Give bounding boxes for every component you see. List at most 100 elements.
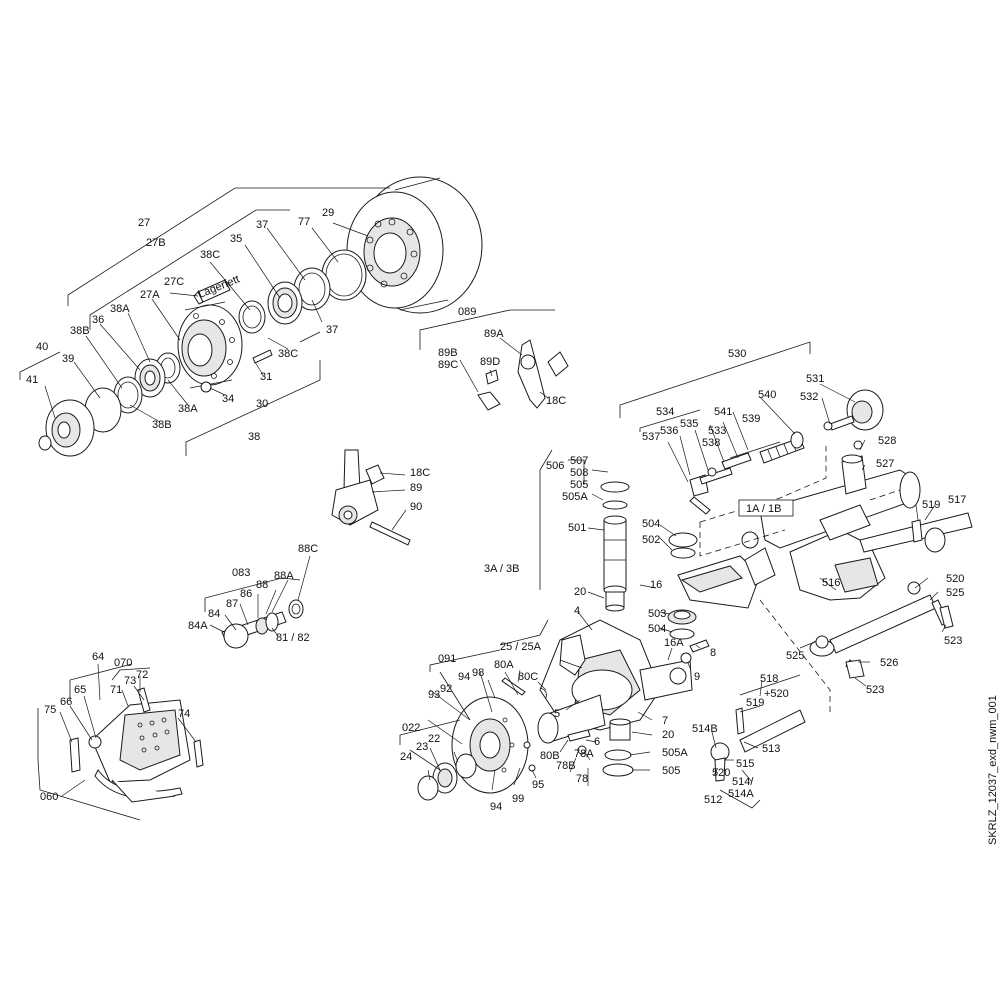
label-7: 7: [662, 715, 668, 727]
label-30: 30: [256, 398, 268, 410]
label-84a: 84A: [188, 620, 208, 632]
label-530: 530: [728, 348, 746, 360]
label-502: 502: [642, 534, 660, 546]
label-35: 35: [230, 233, 242, 245]
label-37b: 37: [326, 324, 338, 336]
label-505: 505: [570, 479, 588, 491]
label-520-a: 520: [946, 573, 964, 585]
bolt-8: [689, 639, 710, 653]
label-78: 78: [576, 773, 588, 785]
label-27c: 27C: [164, 276, 184, 288]
label-514b: 514B: [692, 723, 718, 735]
label-89c: 89C: [438, 359, 458, 371]
label-38b: 38B: [70, 325, 90, 337]
label-505a: 505A: [562, 491, 588, 503]
label-25-25a: 25 / 25A: [500, 641, 542, 653]
label-520-b: 520: [712, 767, 730, 779]
label-528: 528: [878, 435, 896, 447]
label-517: 517: [948, 494, 966, 506]
label-6: 6: [594, 736, 600, 748]
label-41: 41: [26, 374, 38, 386]
stud-31: [252, 349, 273, 364]
group-083: [204, 577, 301, 612]
label-78b: 78B: [556, 760, 576, 772]
label-519-b: 519: [746, 697, 764, 709]
label-77: 77: [298, 216, 310, 228]
label-99: 99: [512, 793, 524, 805]
label-3a-3b: 3A / 3B: [484, 563, 519, 575]
camshaft: [221, 599, 304, 649]
label-24: 24: [400, 751, 412, 763]
label-514a: 514A: [728, 788, 754, 800]
label-504-b: 504: [648, 623, 666, 635]
label-5: 5: [554, 708, 560, 720]
label-75: 75: [44, 704, 56, 716]
bellows-539: [721, 431, 805, 470]
rod-534: [689, 467, 733, 515]
label-523-b: 523: [866, 684, 884, 696]
label-540: 540: [758, 389, 776, 401]
label-29: 29: [322, 207, 334, 219]
label-519-a: 519: [922, 499, 940, 511]
group-brackets-right: [499, 341, 811, 809]
label-523-a: 523: [944, 635, 962, 647]
label-39: 39: [62, 353, 74, 365]
wheel-hub: [177, 301, 243, 389]
label-box-1a1b: [738, 499, 794, 517]
label-72: 72: [136, 669, 148, 681]
label-503: 503: [648, 608, 666, 620]
label-89d: 89D: [480, 356, 500, 368]
label-92: 92: [440, 683, 452, 695]
ring-502: [670, 547, 696, 559]
label-98: 98: [472, 667, 484, 679]
spring-90: [369, 521, 411, 546]
label-38a: 38A: [110, 303, 130, 315]
label-060: 060: [40, 791, 58, 803]
group-brackets-hub: [19, 187, 390, 456]
group-brake-shoe: [37, 663, 151, 821]
label-4: 4: [574, 605, 580, 617]
label-518: 518: [760, 673, 778, 685]
label-65: 65: [74, 684, 86, 696]
label-504-a: 504: [642, 518, 660, 530]
slack-adjuster-upper: [477, 339, 569, 411]
bearing-36: [134, 358, 166, 398]
bolt-523b: [845, 659, 865, 679]
label-535: 535: [680, 418, 698, 430]
label-27: 27: [138, 217, 150, 229]
label-515: 515: [736, 758, 754, 770]
label-81-82: 81 / 82: [276, 632, 310, 644]
label-20-a: 20: [574, 586, 586, 598]
bearing-35: [267, 281, 303, 325]
label-527: 527: [876, 458, 894, 470]
label-022: 022: [402, 722, 420, 734]
label-22: 22: [428, 733, 440, 745]
seal-504: [668, 532, 698, 548]
label-34: 34: [222, 393, 234, 405]
label-508: 508: [570, 467, 588, 479]
group-brackets-center: [399, 649, 501, 771]
bearing-022: [417, 753, 477, 801]
bolt-523: [939, 605, 954, 629]
label-40: 40: [36, 341, 48, 353]
label-89a: 89A: [484, 328, 504, 340]
label-94-a: 94: [458, 671, 470, 683]
label-501: 501: [568, 522, 586, 534]
callout-labels: 27 27B 27C Lagerfett 27A 29 77 37 37 35 …: [26, 207, 999, 845]
label-lagerfett: Lagerfett: [197, 273, 242, 300]
label-083: 083: [232, 567, 250, 579]
brake-cylinder-531: [823, 389, 884, 431]
label-532: 532: [800, 391, 818, 403]
label-38: 38: [248, 431, 260, 443]
label-95: 95: [532, 779, 544, 791]
washer-505a-lower: [604, 749, 632, 761]
label-74: 74: [178, 708, 190, 720]
label-90: 90: [410, 501, 422, 513]
nut-525: [815, 635, 829, 649]
label-1a-1b: 1A / 1B: [746, 503, 781, 515]
label-80b: 80B: [540, 750, 560, 762]
label-541: 541: [714, 406, 732, 418]
slack-adjuster-89: [331, 449, 385, 526]
label-27b: 27B: [146, 237, 166, 249]
